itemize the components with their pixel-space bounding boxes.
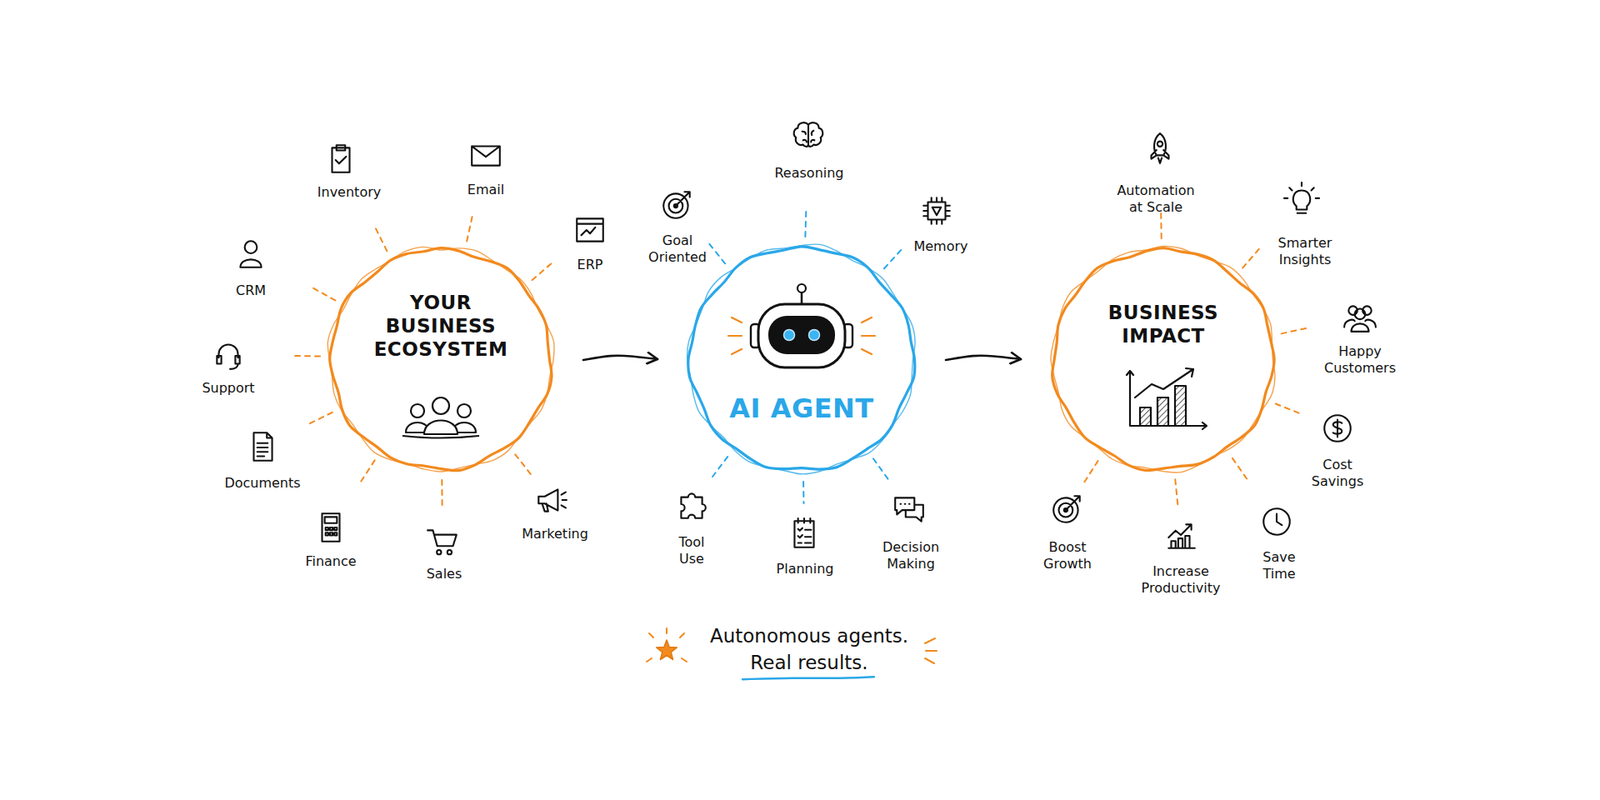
node-title: BUSINESS IMPACT — [1080, 300, 1247, 348]
flow-arrow — [945, 355, 1021, 360]
circle-node: AI AGENT — [687, 245, 916, 474]
feature-icon — [427, 530, 457, 555]
feature-label: Goal Oriented — [640, 232, 715, 266]
circle-ring — [1050, 245, 1275, 473]
leader-line — [466, 215, 473, 241]
feature-label: Smarter Insights — [1270, 235, 1340, 269]
feature-label: Reasoning — [774, 165, 844, 182]
circle-node: YOUR BUSINESS ECOSYSTEM — [328, 246, 554, 472]
leader-line — [884, 249, 903, 270]
leader-line — [873, 458, 890, 480]
feature-icon — [1263, 508, 1290, 535]
feature-label: Decision Making — [873, 539, 949, 573]
caption: Autonomous agents. Real results. — [692, 622, 926, 676]
leader-line — [1175, 479, 1178, 506]
feature-label: CRM — [235, 282, 266, 300]
feature-label: Happy Customers — [1316, 343, 1404, 377]
circle-ring — [327, 246, 555, 472]
leader-line — [308, 412, 333, 425]
feature-icon — [471, 146, 500, 166]
feature-icon — [1324, 415, 1351, 442]
star-doodle — [646, 628, 687, 662]
growth-chart-icon — [1126, 368, 1207, 430]
leader-line — [311, 287, 335, 301]
leader-line — [804, 210, 807, 237]
leader-line — [802, 481, 805, 504]
feature-label: Save Time — [1255, 549, 1304, 583]
feature-label: Automation at Scale — [1109, 182, 1203, 216]
feature-label: Increase Productivity — [1128, 563, 1234, 597]
feature-label: Email — [467, 181, 505, 199]
leader-line — [711, 456, 728, 478]
leader-line — [1160, 211, 1163, 239]
caption-underline — [742, 676, 875, 680]
circle-outline — [1050, 246, 1276, 472]
circle-outline — [687, 245, 916, 474]
feature-icon — [576, 218, 604, 241]
people-icon — [402, 397, 480, 439]
circle-ring — [687, 244, 915, 475]
feature-label: Planning — [776, 560, 835, 578]
feature-icon — [1344, 305, 1376, 331]
feature-icon — [1053, 495, 1080, 523]
leader-line — [1232, 458, 1248, 480]
leader-line — [293, 355, 320, 358]
feature-icon — [1168, 524, 1195, 548]
feature-label: Sales — [426, 565, 463, 583]
flow-arrow — [583, 355, 658, 360]
leader-line — [1242, 247, 1260, 268]
leader-line — [360, 460, 375, 483]
feature-label: Tool Use — [669, 534, 715, 568]
feature-icon — [538, 489, 567, 511]
feature-label: ERP — [577, 256, 604, 274]
leader-line — [1083, 460, 1098, 484]
feature-icon — [216, 344, 240, 369]
feature-label: Cost Savings — [1305, 456, 1370, 490]
feature-icon — [895, 497, 924, 521]
feature-label: Finance — [305, 553, 356, 570]
feature-label: Memory — [913, 238, 968, 255]
circle-ring — [1052, 248, 1275, 471]
leader-line — [515, 454, 532, 475]
feature-icon — [680, 493, 705, 518]
feature-label: Boost Growth — [1036, 539, 1099, 573]
robot-icon — [728, 284, 875, 368]
feature-icon — [923, 197, 950, 225]
feature-icon — [322, 513, 340, 542]
leader-line — [532, 262, 553, 280]
feature-icon — [240, 240, 261, 268]
feature-icon — [663, 191, 690, 218]
leader-line — [1281, 328, 1308, 335]
feature-icon — [794, 122, 824, 147]
feature-icon — [794, 518, 814, 548]
node-title: AI AGENT — [710, 392, 894, 425]
leader-line — [375, 227, 387, 252]
feature-label: Marketing — [521, 525, 589, 543]
feature-icon — [1284, 182, 1320, 214]
leader-line — [708, 242, 725, 264]
feature-icon — [254, 432, 273, 461]
feature-icon — [1151, 133, 1170, 164]
node-title: YOUR BUSINESS ECOSYSTEM — [357, 290, 525, 361]
feature-label: Documents — [224, 475, 300, 492]
leader-line — [440, 480, 443, 507]
leader-line — [1275, 404, 1301, 415]
spark-doodle — [925, 638, 937, 664]
feature-icon — [332, 145, 350, 173]
circle-node: BUSINESS IMPACT — [1050, 246, 1276, 472]
feature-label: Support — [201, 380, 255, 397]
feature-label: Inventory — [317, 184, 381, 201]
